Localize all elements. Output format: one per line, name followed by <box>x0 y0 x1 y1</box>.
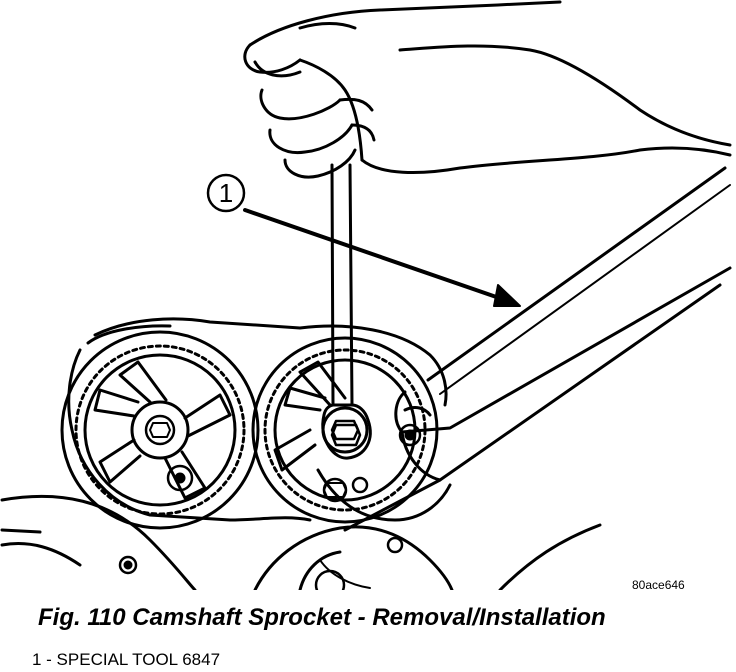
callout-number: 1 <box>219 178 233 208</box>
left-camshaft-sprocket <box>60 330 260 530</box>
hand-illustration <box>243 0 732 179</box>
engine-housing <box>0 494 602 590</box>
image-code: 80ace646 <box>632 578 685 592</box>
callout-1: 1 <box>206 173 521 307</box>
callout-leader-line <box>243 208 507 302</box>
special-tool-6847 <box>316 166 732 532</box>
callout-circle <box>206 173 246 213</box>
figure-caption: Fig. 110 Camshaft Sprocket - Removal/Ins… <box>38 604 606 631</box>
technical-illustration: 1 <box>0 0 732 590</box>
wrench <box>321 163 372 460</box>
legend-item-text: 1 - SPECIAL TOOL 6847 <box>32 650 221 669</box>
legend-item: 1 - SPECIAL TOOL 6847 <box>32 650 220 670</box>
callout-arrowhead <box>493 284 521 307</box>
